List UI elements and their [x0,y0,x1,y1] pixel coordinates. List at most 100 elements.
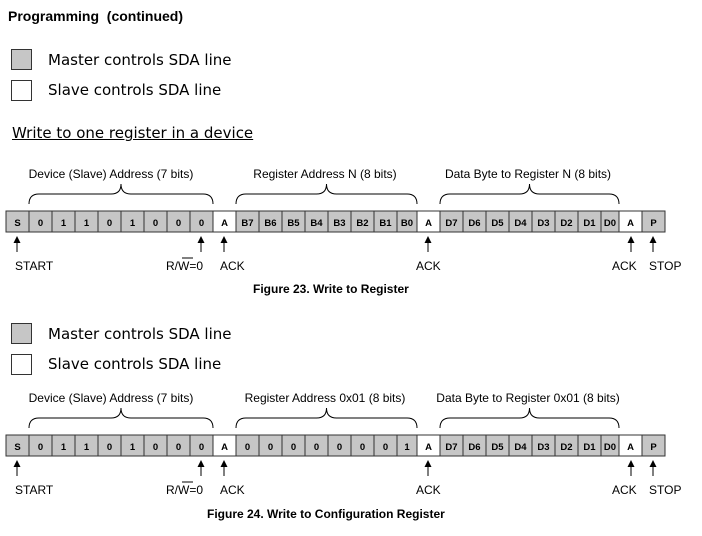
arrow-head [424,460,432,467]
bit-cell-label: D6 [468,218,480,229]
marker-label: STOP [649,259,681,273]
bit-cell-label: 0 [268,442,273,453]
pointer-arrow [424,460,432,476]
slave-legend-swatch-2 [11,354,32,375]
arrow-head [13,236,21,243]
slave-legend-swatch [11,80,32,101]
bit-cell-label: 0 [199,442,204,453]
bit-cell-label: D2 [560,218,572,229]
bit-cell-label: 0 [107,218,112,229]
bit-cell-label: B5 [287,218,300,229]
bit-cell-label: 0 [38,442,43,453]
pointer-arrow [197,236,205,252]
field-group-label: Register Address 0x01 (8 bits) [245,391,406,405]
field-brace [28,407,214,429]
bit-cell-label: D3 [537,442,549,453]
pointer-arrow [13,236,21,252]
bit-cell-label: 0 [245,442,250,453]
pointer-arrow [424,236,432,252]
bit-cell-label: 0 [314,442,319,453]
bit-cell-label: D1 [583,442,596,453]
bit-cell-label: 1 [84,218,90,229]
bit-cell-label: D6 [468,442,480,453]
bit-cell-label: A [221,442,228,453]
bit-cell-label: B0 [401,218,413,229]
bit-cell-label: 0 [153,218,158,229]
bit-cell-label: 1 [404,442,410,453]
master-legend-label-2: Master controls SDA line [48,325,232,343]
arrow-head [197,460,205,467]
pointer-arrow [13,460,21,476]
bit-cell-label: D0 [604,218,616,229]
master-bit-cell [641,434,666,457]
bit-cell-label: 1 [61,442,67,453]
field-group-label: Device (Slave) Address (7 bits) [29,391,194,405]
bit-cell-label: 0 [38,218,43,229]
marker-label: ACK [612,483,637,497]
bit-cell-label: B4 [310,218,323,229]
field-group-label: Device (Slave) Address (7 bits) [29,167,194,181]
marker-label: ACK [220,483,245,497]
bit-cell-label: S [14,218,20,229]
marker-label: R/W=0 [166,259,203,273]
pointer-arrow [220,236,228,252]
arrow-head [627,236,635,243]
bit-cell-label: P [650,442,657,453]
slave-legend-label-2: Slave controls SDA line [48,355,222,373]
arrow-head [197,236,205,243]
master-legend-swatch-2 [11,323,32,344]
master-bit-cell [641,210,666,233]
field-group-label: Data Byte to Register 0x01 (8 bits) [436,391,619,405]
figure-24-caption: Figure 24. Write to Configuration Regist… [207,507,445,521]
bit-cell-label: D5 [491,218,504,229]
bit-cell-label: 0 [360,442,365,453]
arrow-head [220,236,228,243]
section-title: Write to one register in a device [12,124,254,142]
bit-cell-label: 0 [176,218,181,229]
field-brace [235,407,418,429]
bit-cell-label: D0 [604,442,616,453]
marker-label: ACK [416,259,441,273]
arrow-head [649,236,657,243]
bit-cell-label: 1 [130,442,136,453]
bit-cell-label: B6 [264,218,276,229]
pointer-arrow [197,460,205,476]
bit-cell-label: S [14,442,20,453]
bit-cell-label: 0 [176,442,181,453]
pointer-arrow [649,460,657,476]
bit-cell-label: D7 [445,442,457,453]
arrow-head [627,460,635,467]
bit-cell-label: B1 [379,218,392,229]
bit-cell-label: 1 [130,218,136,229]
bit-cell-label: 1 [84,442,90,453]
field-brace [235,183,418,205]
pointer-arrow [627,236,635,252]
figure-23-caption: Figure 23. Write to Register [253,282,409,296]
bit-cell-label: D4 [514,218,527,229]
marker-label: R/W=0 [166,483,203,497]
bit-cell-label: D3 [537,218,549,229]
bit-cell-label: 0 [337,442,342,453]
bit-cell-label: A [627,442,634,453]
bit-cell-label: A [221,218,228,229]
field-group-label: Data Byte to Register N (8 bits) [445,167,611,181]
bit-cell-label: D5 [491,442,504,453]
bit-cell-label: A [425,218,432,229]
marker-label: START [15,483,54,497]
write-config-register-diagram: Device (Slave) Address (7 bits) Register … [5,391,681,497]
bit-cell-label: 0 [199,218,204,229]
field-brace [439,407,620,429]
bit-cell-label: D1 [583,218,596,229]
bit-cell-label: B7 [241,218,253,229]
master-legend-label: Master controls SDA line [48,51,232,69]
arrow-head [13,460,21,467]
marker-label: ACK [612,259,637,273]
arrow-head [220,460,228,467]
pointer-arrow [649,236,657,252]
marker-label: START [15,259,54,273]
marker-label: STOP [649,483,681,497]
bit-cell-label: D7 [445,218,457,229]
bit-cell-label: P [650,218,657,229]
bit-cell-label: D4 [514,442,527,453]
arrow-head [649,460,657,467]
